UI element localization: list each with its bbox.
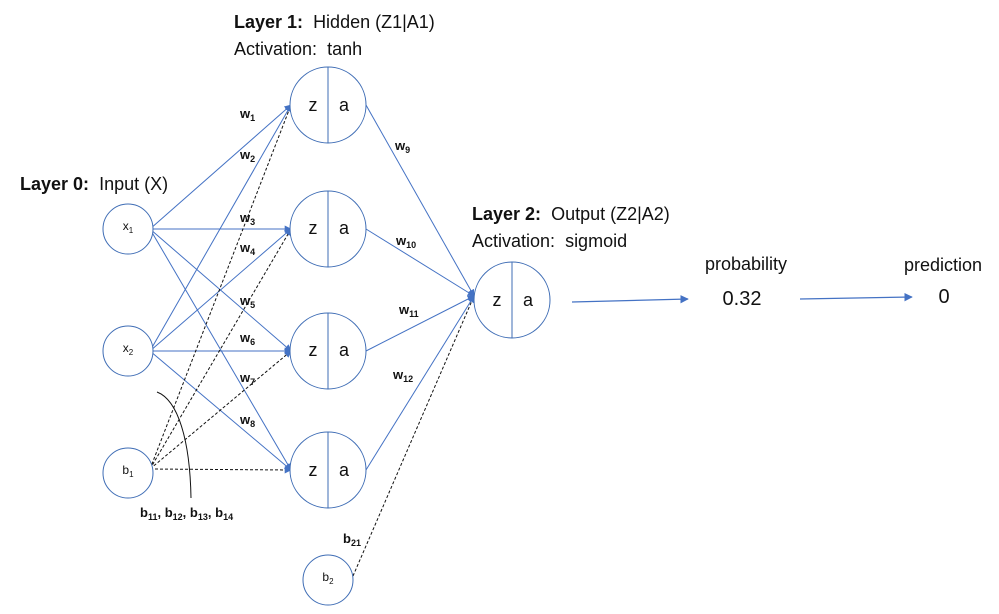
edge-x1-to-h1 [149, 104, 292, 230]
edge-x2-to-h2 [149, 228, 292, 352]
input-node-x2-label: x2 [122, 341, 134, 357]
weight-label-w12: w12 [393, 367, 414, 384]
hidden4-a: a [338, 460, 349, 480]
layer2-name: Layer 2 [472, 204, 536, 224]
weight-label-w3: w3 [240, 210, 256, 227]
probability-label: probability [704, 254, 788, 274]
input-node-x1-label: x1 [122, 219, 134, 235]
layer2-title: Output (Z2|A2) [551, 204, 670, 224]
layer1-heading: Layer 1: Hidden (Z1|A1) [234, 12, 435, 32]
edge-h3-to-output [365, 295, 475, 352]
edge-x1-to-h4 [149, 228, 292, 471]
layer0-heading: Layer 0: Input (X) [20, 174, 169, 194]
weight-label-w4: w4 [240, 240, 256, 257]
layer2-activation-value: sigmoid [565, 231, 628, 251]
layer2-activation-label: Activation: [472, 231, 556, 251]
weight-label-w6: w6 [240, 330, 256, 347]
weight-label-w10: w10 [396, 233, 417, 250]
output-a: a [522, 290, 533, 310]
weight-label-w7: w7 [240, 370, 256, 387]
hidden2-a: a [338, 218, 349, 238]
hidden1-z: z [308, 95, 318, 115]
weight-label-w5: w5 [240, 293, 256, 310]
edge-b2-to-output [352, 295, 475, 577]
hidden-bias-labels: b11, b12, b13, b14 [140, 505, 234, 522]
layer0-title: Input (X) [99, 174, 169, 194]
layer1-activation-label: Activation: [234, 39, 318, 59]
edge-b1-to-h3 [149, 350, 292, 470]
hidden4-z: z [308, 460, 318, 480]
weight-label-w8: w8 [240, 412, 256, 429]
weight-label-w11: w11 [399, 302, 419, 319]
output-z: z [492, 290, 502, 310]
node-b1 [102, 447, 154, 499]
layer2-heading: Layer 2: Output (Z2|A2) [472, 204, 670, 224]
layer2-activation: Activation: sigmoid [472, 231, 627, 253]
hidden1-a: a [338, 95, 349, 115]
bias-node-b1-label: b1 [122, 463, 134, 479]
node-b2 [302, 554, 354, 606]
weight-label-w2: w2 [240, 147, 256, 164]
prediction-value: 0 [938, 286, 950, 308]
hidden2-z: z [308, 218, 318, 238]
edge-x2-to-h1 [149, 104, 292, 352]
layer1-activation-value: tanh [327, 39, 363, 59]
edge-h2-to-output [365, 228, 475, 297]
arrow-output-to-probability [571, 294, 689, 304]
hidden3-z: z [308, 340, 318, 360]
layer1-name: Layer 1 [234, 12, 298, 32]
edge-b1-to-h1 [149, 104, 292, 470]
node-x2 [102, 325, 154, 377]
arrow-probability-to-prediction [799, 292, 913, 302]
layer1-activation: Activation: tanh [234, 39, 362, 61]
bias-node-b2-label: b2 [322, 570, 334, 586]
weight-edges [149, 104, 475, 471]
output-bias-label: b21 [343, 531, 361, 548]
hidden3-a: a [338, 340, 349, 360]
prediction-label: prediction [903, 255, 983, 275]
probability-value: 0.32 [722, 288, 762, 310]
layer0-name: Layer 0 [20, 174, 84, 194]
bias-bracket-curve [156, 391, 192, 499]
weight-label-w9: w9 [395, 138, 411, 155]
edge-b1-to-h2 [149, 228, 292, 470]
layer1-title: Hidden (Z1|A1) [313, 12, 435, 32]
node-x1 [102, 203, 154, 255]
edge-b1-to-h4 [149, 466, 292, 474]
node-circles [102, 66, 551, 606]
edge-h1-to-output [365, 104, 475, 297]
weight-label-w1: w1 [240, 106, 256, 123]
edge-h4-to-output [365, 295, 475, 471]
